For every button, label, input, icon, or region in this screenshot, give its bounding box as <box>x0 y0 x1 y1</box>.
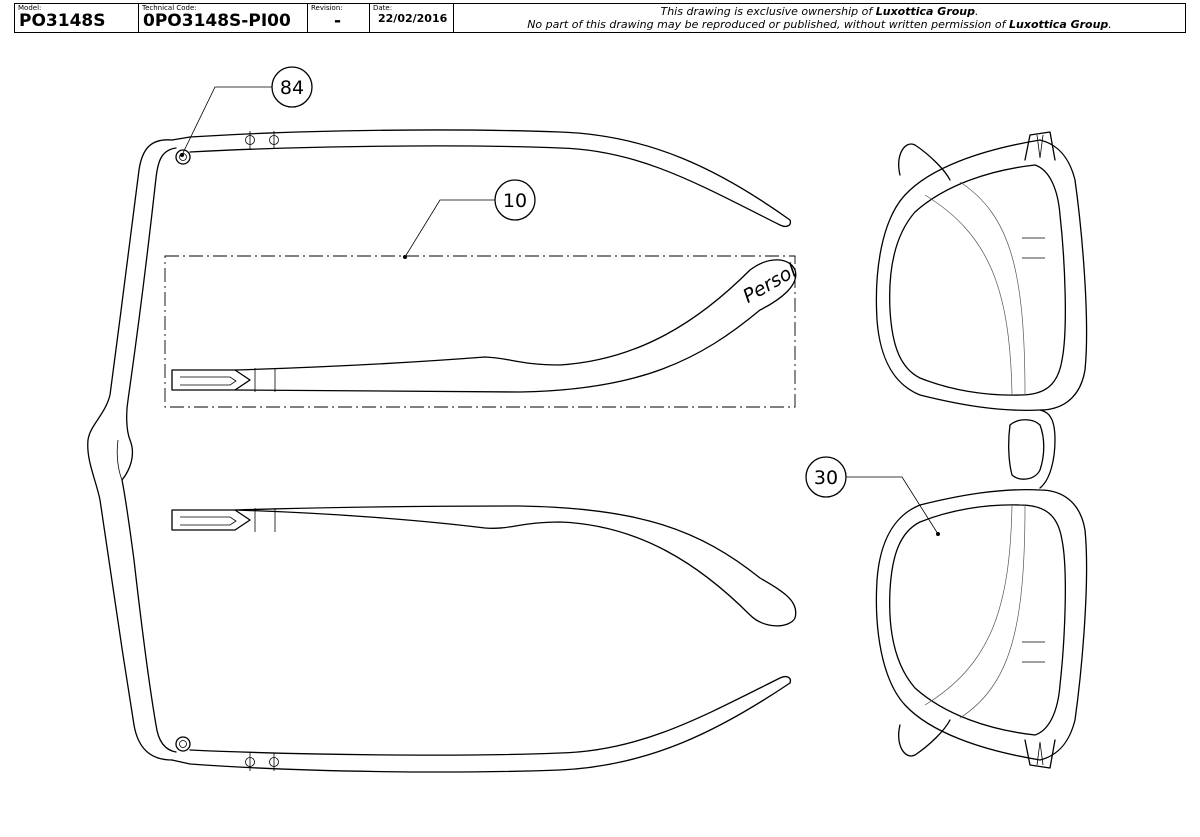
date-cell: Date: 22/02/2016 <box>370 4 454 32</box>
model-value: PO3148S <box>19 11 106 31</box>
callout-10-label: 10 <box>503 190 527 212</box>
ownership-notice: This drawing is exclusive ownership of L… <box>454 4 1185 32</box>
notice-line2-suffix: . <box>1108 18 1112 31</box>
callout-30: 30 <box>805 456 940 536</box>
callout-84: 84 <box>180 66 313 157</box>
callout-10: 10 <box>403 179 536 259</box>
title-block: Model: PO3148S Technical Code: 0PO3148S-… <box>14 3 1186 33</box>
date-label: Date: <box>373 4 393 12</box>
frame-front-view <box>875 131 1088 769</box>
revision-label: Revision: <box>311 4 343 12</box>
notice-line2-prefix: No part of this drawing may be reproduce… <box>527 18 1010 31</box>
ownership-notice-line1: This drawing is exclusive ownership of L… <box>454 5 1185 19</box>
frame-top-view <box>87 129 792 773</box>
temple-logo-text: Persol <box>739 259 801 307</box>
temple-side-view-box: Persol <box>164 255 801 408</box>
notice-line2-company: Luxottica Group <box>1009 18 1109 31</box>
notice-line1-suffix: . <box>975 5 979 18</box>
revision-value: - <box>334 11 342 31</box>
technical-code-value: 0PO3148S-PI00 <box>143 11 291 31</box>
model-label: Model: <box>18 4 42 12</box>
callout-84-label: 84 <box>280 77 304 99</box>
model-cell: Model: PO3148S <box>15 4 139 32</box>
date-value: 22/02/2016 <box>378 12 448 25</box>
technical-code-cell: Technical Code: 0PO3148S-PI00 <box>139 4 308 32</box>
callout-30-label: 30 <box>814 467 838 489</box>
notice-line1-prefix: This drawing is exclusive ownership of <box>660 5 876 18</box>
technical-code-label: Technical Code: <box>142 4 197 12</box>
notice-line1-company: Luxottica Group <box>875 5 976 18</box>
revision-cell: Revision: - <box>308 4 370 32</box>
temple-side-view-lower <box>171 505 797 627</box>
ownership-notice-line2: No part of this drawing may be reproduce… <box>454 18 1185 32</box>
